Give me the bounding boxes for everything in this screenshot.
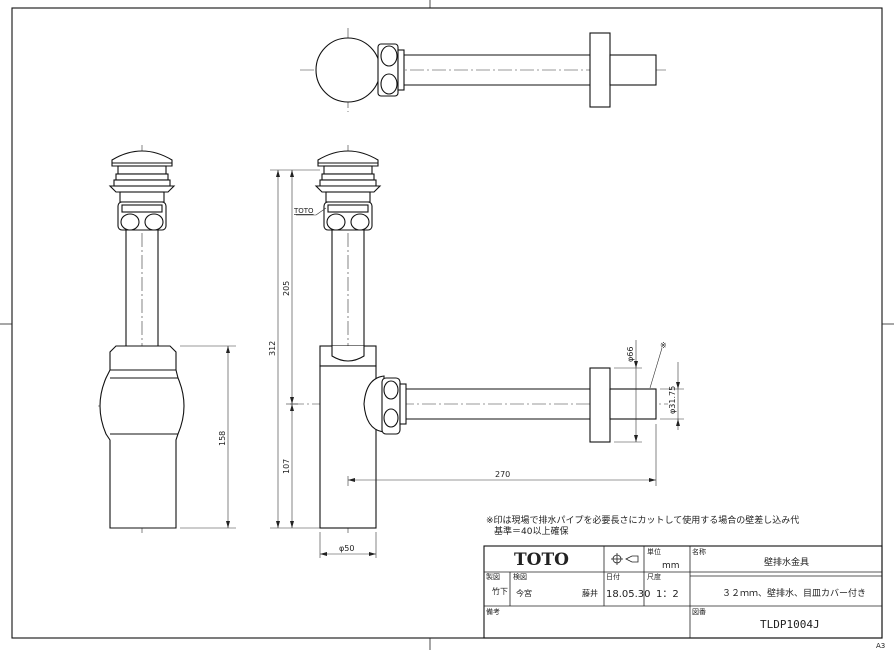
asterisk-mark: ※ — [660, 341, 667, 350]
dimensions — [180, 169, 684, 558]
name-label: 名称 — [692, 547, 706, 556]
note-line-1: ※印は現場で排水パイプを必要長さにカットして使用する場合の壁差し込み代 — [486, 514, 799, 526]
description: ３２ｍｍ、壁排水、目皿カバー付き — [722, 587, 866, 599]
toto-mark-label: TOTO — [293, 207, 314, 215]
dim-phi31-75: φ31.75 — [668, 386, 677, 414]
checked-value-1: 今宮 — [516, 588, 532, 598]
dim-phi50: φ50 — [339, 544, 354, 553]
dim-312: 312 — [268, 341, 277, 356]
checked-label: 検図 — [513, 572, 527, 581]
note-line-2: 基準＝40以上確保 — [494, 525, 568, 537]
company-logo: TOTO — [514, 550, 569, 570]
dim-107: 107 — [282, 459, 291, 474]
remarks-label: 備考 — [486, 607, 500, 616]
front-view — [98, 145, 186, 535]
dim-205: 205 — [282, 281, 291, 296]
sheet-size: A3 — [876, 642, 885, 650]
dim-phi66: φ66 — [626, 347, 635, 362]
top-view — [300, 28, 668, 112]
drawing-no-label: 図番 — [692, 608, 706, 616]
unit-label: 単位 — [647, 547, 661, 556]
drawing-frame — [11, 7, 883, 639]
unit-value: mm — [662, 561, 680, 571]
drawing-no: TLDP1004J — [760, 618, 820, 631]
scale-label: 尺度 — [647, 572, 661, 581]
name-value: 壁排水金具 — [764, 556, 809, 568]
checked-value-2: 藤井 — [582, 588, 598, 598]
scale-value: 1：2 — [656, 589, 679, 600]
dim-270: 270 — [495, 470, 510, 479]
title-block — [483, 545, 883, 639]
date-label: 日付 — [606, 572, 620, 581]
drawn-value: 竹下 — [492, 586, 508, 596]
date-value: 18.05.30 — [606, 589, 651, 600]
drawn-label: 製図 — [486, 572, 500, 581]
side-view — [290, 145, 668, 535]
dim-158: 158 — [218, 431, 227, 446]
